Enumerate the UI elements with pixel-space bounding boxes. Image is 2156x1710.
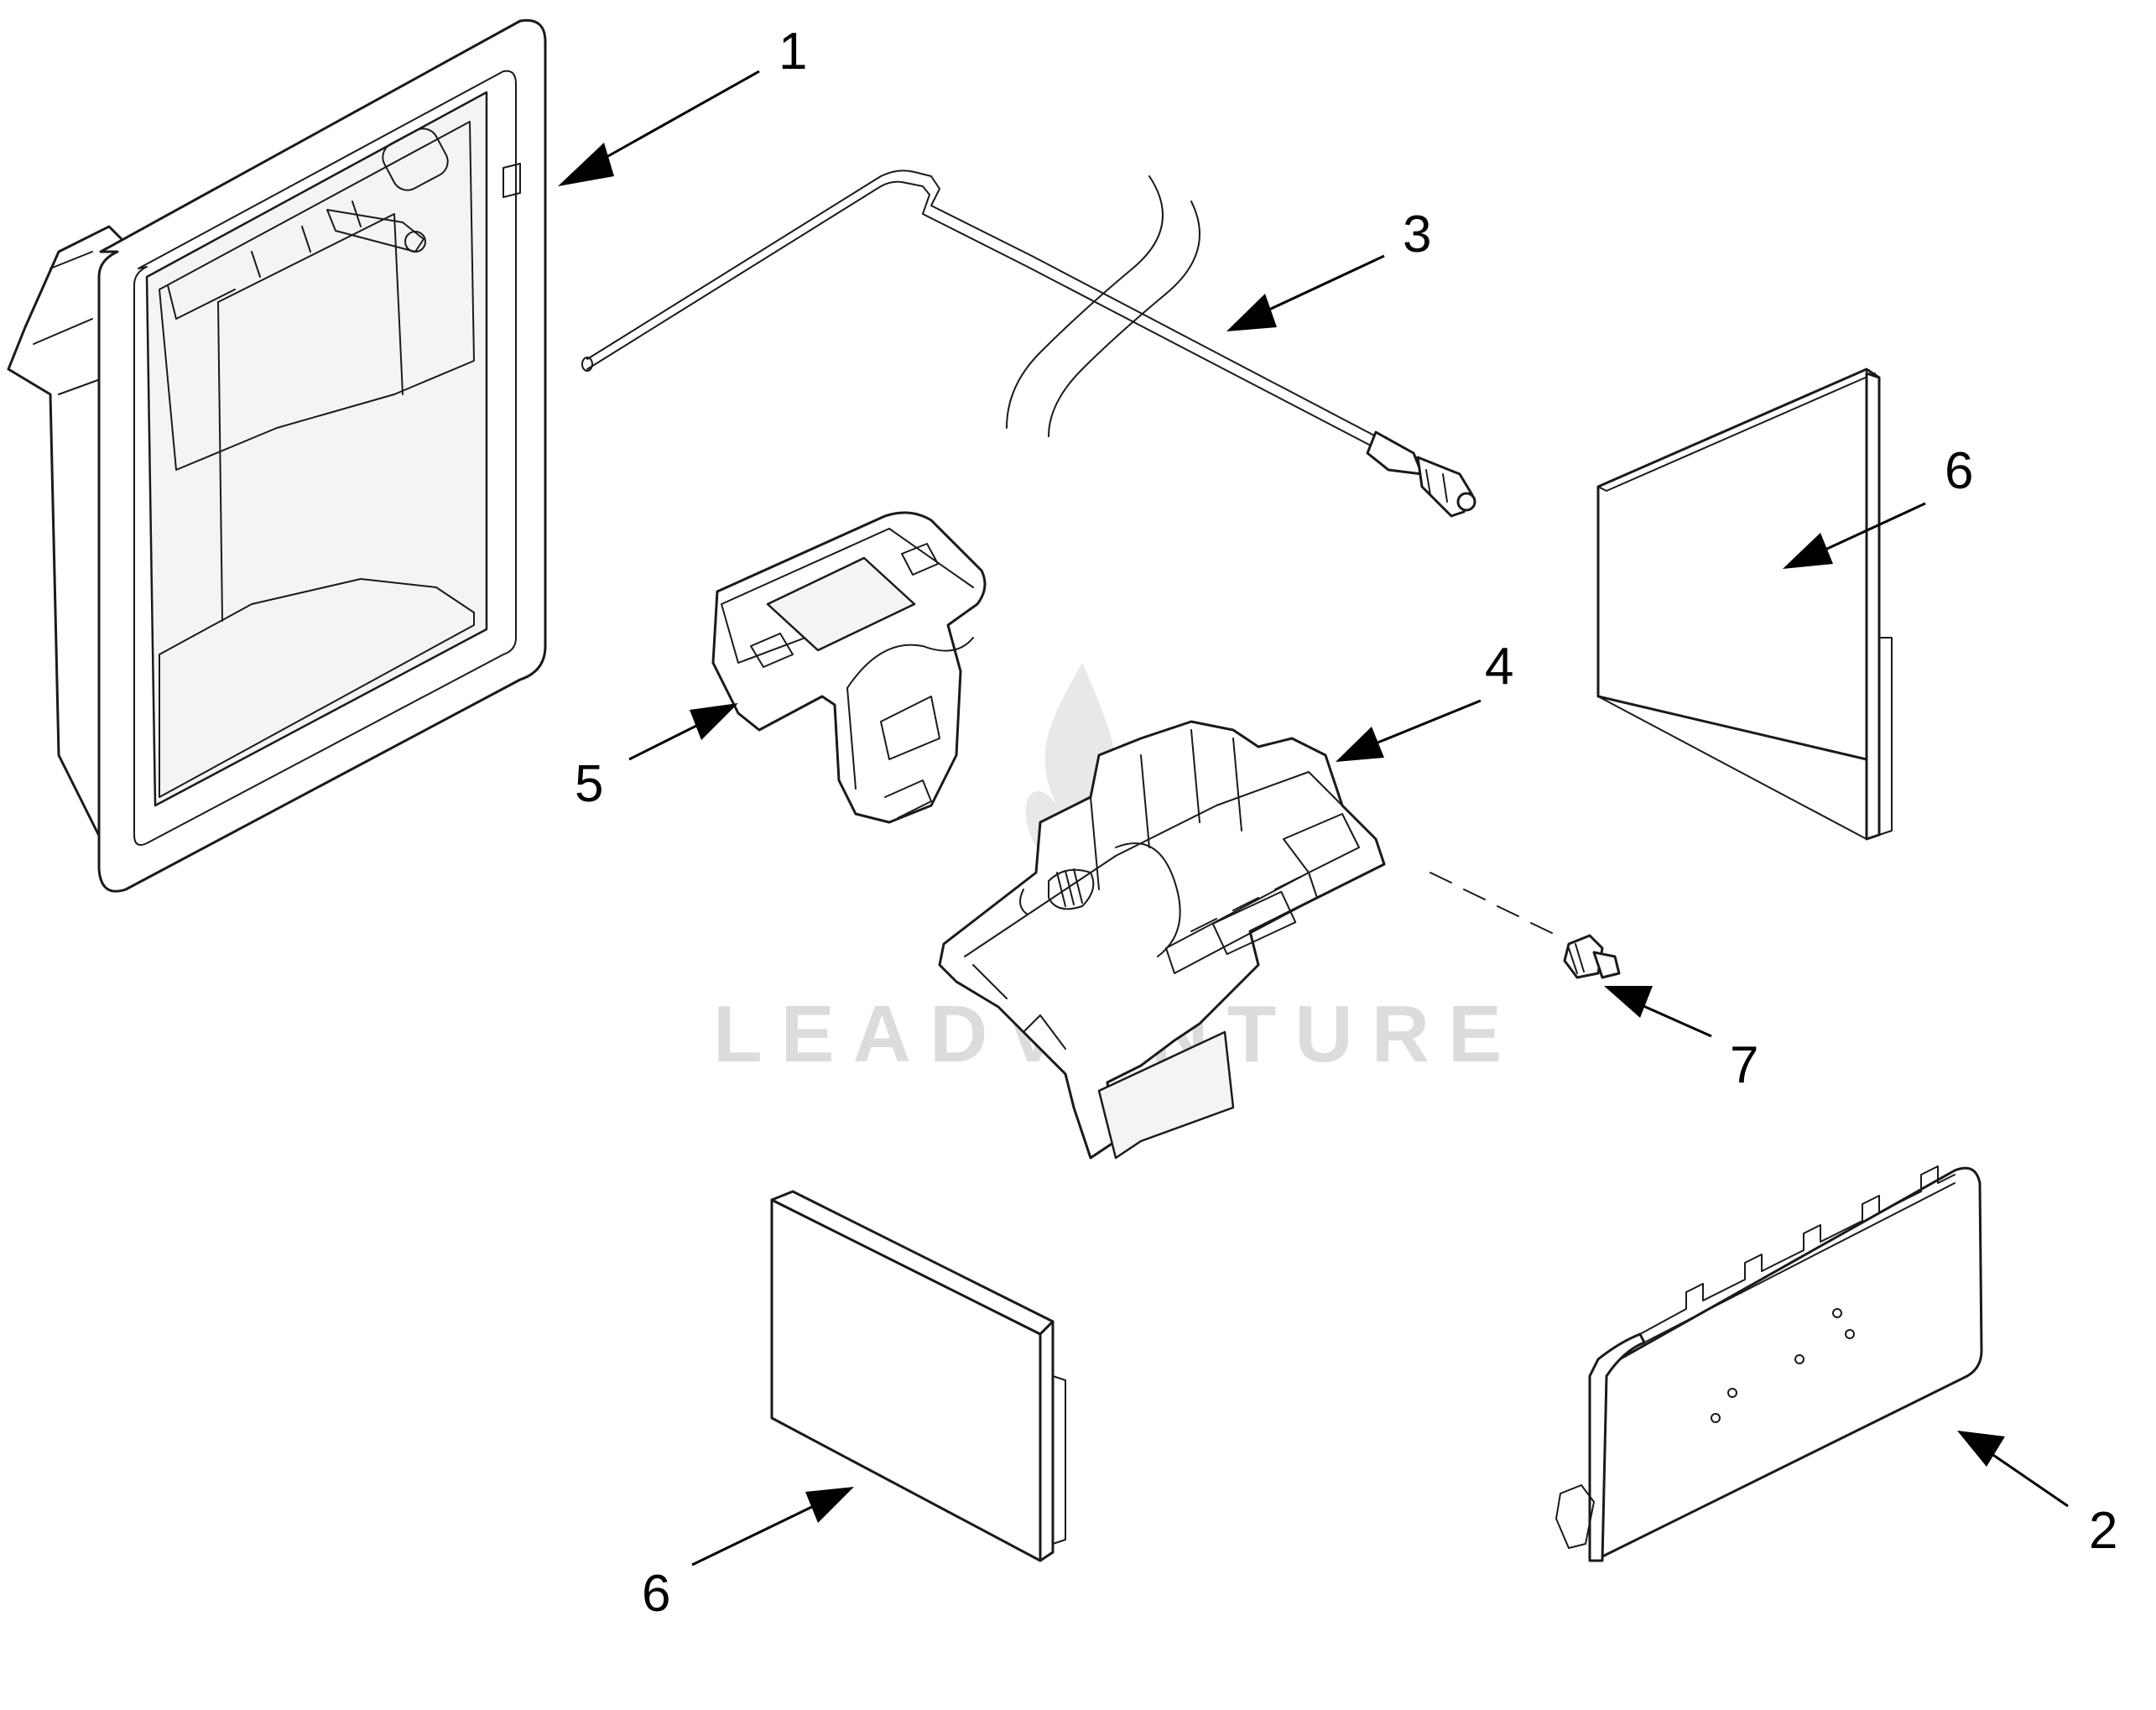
leader-line-4	[1367, 699, 1482, 748]
arrowhead-7	[1604, 986, 1653, 1018]
part-7-screw	[1430, 872, 1621, 979]
arrowhead-1	[558, 143, 614, 186]
callout-1: 1	[558, 23, 807, 186]
callout-label-6-lower: 6	[642, 1565, 670, 1623]
callout-6-lower: 6	[642, 1487, 854, 1623]
callout-7: 7	[1604, 986, 1758, 1094]
leader-line-6-upper	[1815, 502, 1926, 555]
arrowhead-6-upper	[1783, 533, 1833, 569]
leader-line-3	[1258, 254, 1385, 316]
part-5-dispenser-lever	[711, 511, 987, 824]
callout-label-6-upper: 6	[1945, 442, 1973, 500]
part-6-cover-panel-lower	[770, 1190, 1066, 1562]
callout-6-upper: 6	[1783, 442, 1973, 569]
leader-line-5	[628, 720, 706, 761]
leader-line-1	[586, 70, 760, 169]
callout-label-3: 3	[1403, 206, 1431, 263]
part-2-trim-panel	[1555, 1165, 1983, 1562]
callout-label-2: 2	[2089, 1502, 2117, 1560]
part-1-dispenser-housing	[7, 18, 547, 893]
callout-label-4: 4	[1485, 638, 1513, 696]
arrowhead-6-lower	[805, 1487, 854, 1523]
leader-line-2	[1987, 1450, 2069, 1508]
leader-line-6-lower	[691, 1500, 823, 1567]
part-3-water-tube	[581, 169, 1476, 518]
arrowhead-3	[1226, 294, 1277, 331]
callout-2: 2	[1957, 1431, 2117, 1560]
arrowhead-5	[690, 703, 738, 740]
callout-label-7: 7	[1730, 1036, 1758, 1094]
callout-5: 5	[575, 703, 738, 813]
arrowhead-2	[1957, 1431, 2005, 1467]
part-6-cover-panel-upper	[1596, 368, 1893, 841]
leader-line-7	[1635, 1001, 1712, 1038]
callout-label-1: 1	[779, 23, 807, 81]
part-4-actuator-assembly	[938, 720, 1386, 1160]
callout-label-5: 5	[575, 755, 603, 813]
callout-3: 3	[1226, 206, 1431, 331]
callout-4: 4	[1336, 638, 1513, 762]
arrowhead-4	[1336, 727, 1384, 762]
